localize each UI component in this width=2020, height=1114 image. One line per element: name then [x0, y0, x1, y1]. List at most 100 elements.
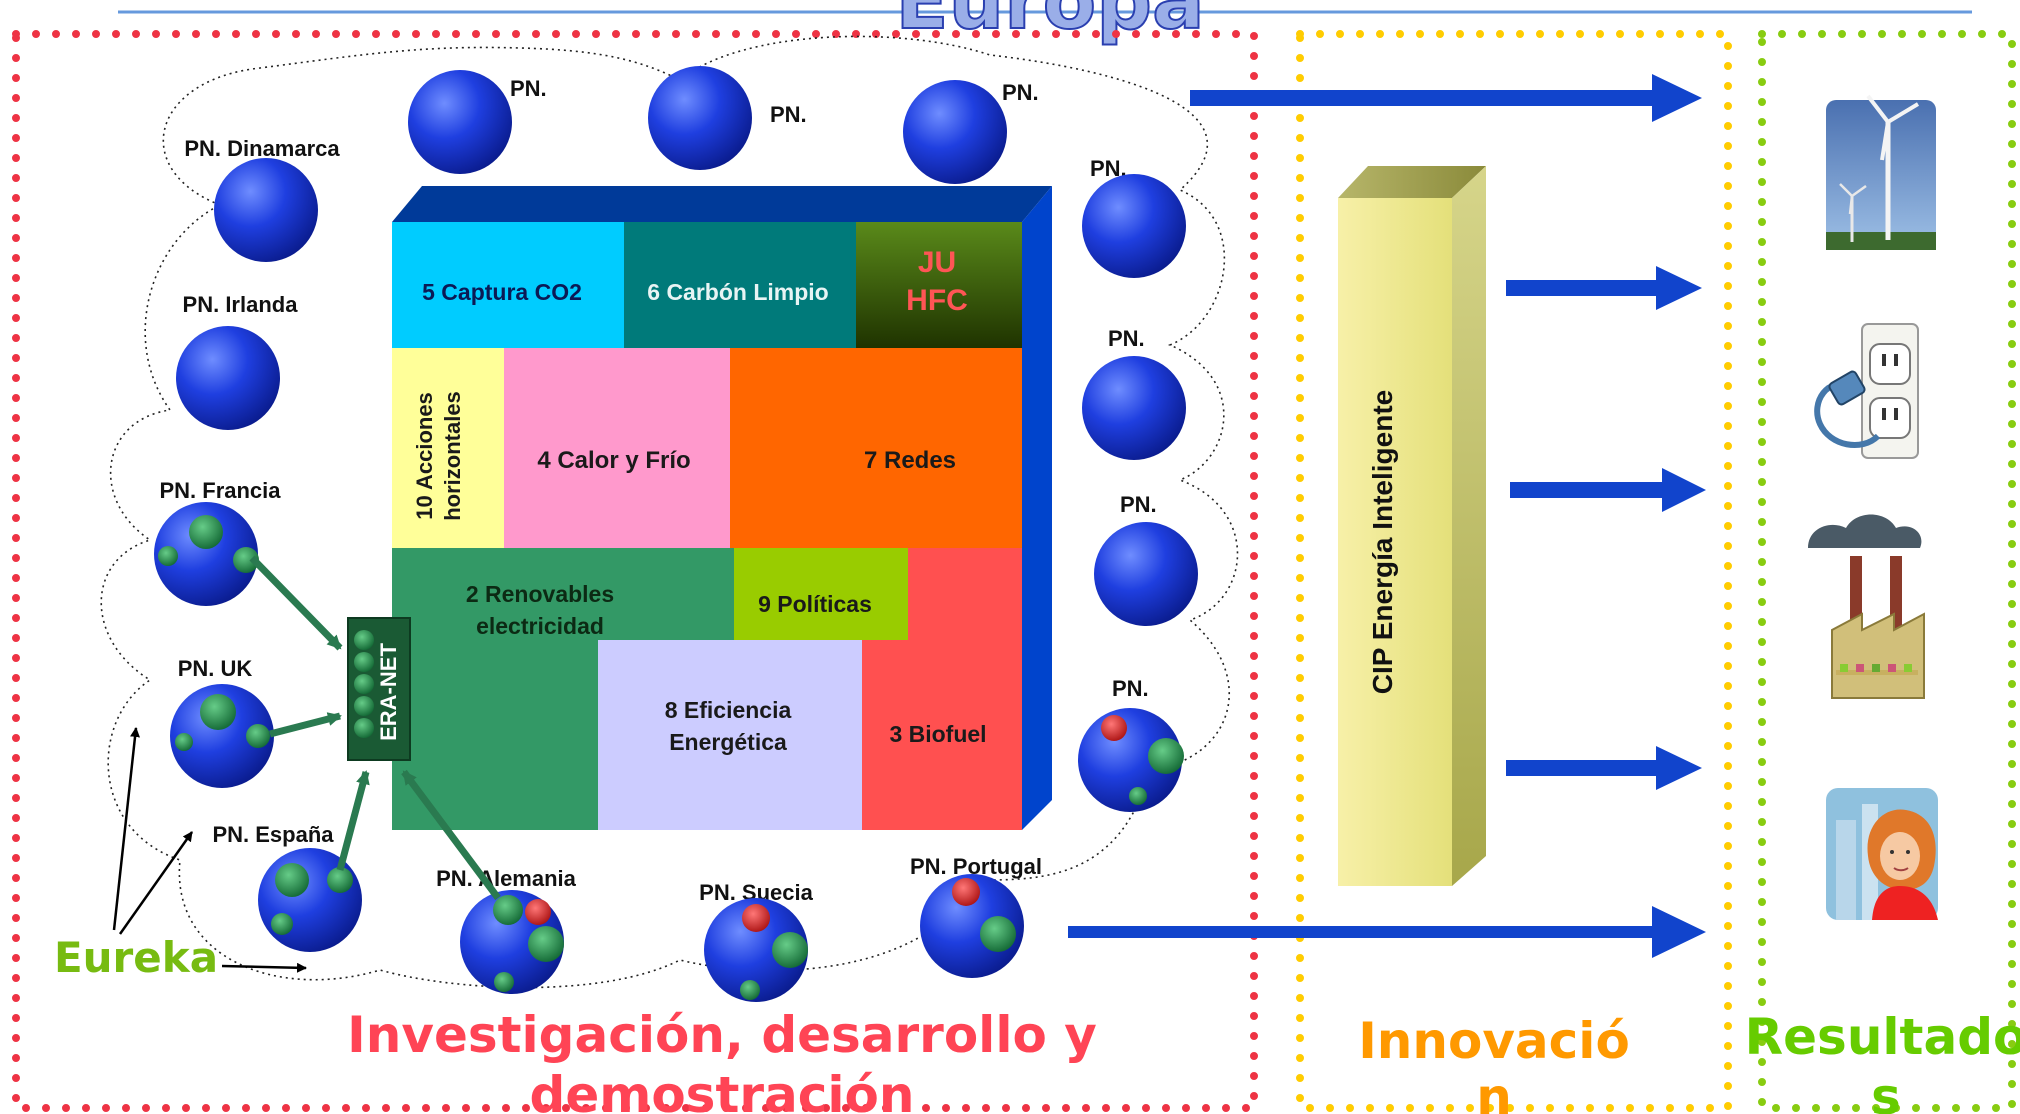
- wind-turbine-blade: [1839, 183, 1853, 197]
- block-3-biofuel-upper: [908, 548, 1022, 640]
- arrow-eureka-espana: [118, 831, 194, 935]
- factory-chimney: [1890, 556, 1902, 630]
- programme-label: PN.: [510, 76, 547, 101]
- factory-building: [1831, 612, 1925, 699]
- programme-ball: [648, 66, 752, 170]
- project-dot: [233, 547, 259, 573]
- programme-ball-irlanda: [176, 326, 280, 430]
- programme-label-dinamarca: PN. Dinamarca: [184, 136, 340, 161]
- era-net-box: ERA-NET: [347, 617, 411, 761]
- block-9-politicas: [734, 548, 908, 640]
- factory-window: [1904, 664, 1912, 672]
- factory-window: [1888, 664, 1896, 672]
- arrow-espana-eranet: [336, 770, 370, 871]
- cip-top-face: [1338, 166, 1486, 198]
- cube-top-face: [392, 186, 1052, 222]
- programme-ball: [903, 80, 1007, 184]
- block-7-label: 7 Redes: [864, 447, 956, 474]
- programme-ball-francia: [154, 502, 258, 606]
- wind-turbine-sky: [1826, 100, 1936, 250]
- research-cube: 5 Captura CO2 6 Carbón Limpio JU HFC 10 …: [392, 186, 1052, 830]
- programme-ball: [408, 70, 512, 174]
- outlet-slot: [1882, 408, 1886, 420]
- innovation-label-line2: n: [1476, 1068, 1512, 1114]
- portrait-building: [1836, 820, 1856, 920]
- block-10-label-2: horizontales: [440, 391, 465, 521]
- programme-label-francia: PN. Francia: [159, 478, 281, 503]
- project-dot: [494, 972, 514, 992]
- block-2-renovables: [392, 548, 734, 640]
- programme-label-irlanda: PN. Irlanda: [183, 292, 299, 317]
- block-2-label-1: 2 Renovables: [466, 581, 614, 607]
- programme-label: PN.: [1120, 492, 1157, 517]
- programme-label: PN.: [1112, 676, 1149, 701]
- cip-side-face: [1452, 166, 1486, 886]
- portrait-face: [1880, 832, 1920, 880]
- project-dot: [740, 980, 760, 1000]
- era-net-label: ERA-NET: [376, 643, 401, 741]
- national-programmes: PN. PN. PN. PN. Dinamarca PN. Irlanda PN…: [154, 66, 1198, 1002]
- outlet-socket: [1869, 397, 1911, 439]
- arrow-research-to-results: [1190, 74, 1702, 122]
- block-5-label: 5 Captura CO2: [422, 279, 582, 305]
- block-4-calor-frio: [504, 348, 730, 548]
- project-dot: [952, 878, 980, 906]
- programme-ball-espana: [258, 848, 362, 952]
- innovation-label-line1: Innovació: [1358, 1012, 1630, 1070]
- block-6-label: 6 Carbón Limpio: [647, 279, 828, 305]
- cip-front-face: [1338, 198, 1452, 886]
- arrow-research-to-results-bottom: [1068, 906, 1706, 958]
- era-net-node: [354, 630, 374, 650]
- project-dot: [772, 932, 808, 968]
- era-net-node: [354, 652, 374, 672]
- programme-label-uk: PN. UK: [178, 656, 253, 681]
- portrait-mouth: [1893, 867, 1909, 872]
- era-net-node: [354, 718, 374, 738]
- project-dot: [1129, 787, 1147, 805]
- factory-icon: [1808, 514, 1925, 699]
- project-dot: [271, 913, 293, 935]
- project-dot: [525, 899, 551, 925]
- project-dot: [493, 895, 523, 925]
- wind-turbine-blade: [1880, 121, 1890, 161]
- wind-turbine-ground: [1826, 232, 1936, 250]
- wind-turbine-icon: [1826, 94, 1936, 250]
- research-label-line2: demostración: [530, 1066, 915, 1114]
- factory-window: [1856, 664, 1864, 672]
- electric-plug-icon: [1814, 323, 1919, 459]
- programme-label-espana: PN. España: [212, 822, 334, 847]
- block-5-captura-co2: [392, 222, 624, 348]
- arrow-francia-eranet: [249, 555, 343, 651]
- programme-label: PN.: [1002, 80, 1039, 105]
- results-label-line1: Resultado: [1745, 1008, 2020, 1066]
- block-ju-hfc: [856, 222, 1022, 348]
- programme-ball-uk: [170, 684, 274, 788]
- project-dot: [1148, 738, 1184, 774]
- project-dot: [1101, 715, 1127, 741]
- era-net-arrows: [249, 555, 501, 901]
- block-6-carbon-limpio: [624, 222, 856, 348]
- research-label-line1: Investigación, desarrollo y: [347, 1006, 1097, 1064]
- block-8-eficiencia: [598, 640, 862, 830]
- project-dot: [528, 926, 564, 962]
- wind-turbine-blade: [1886, 102, 1920, 124]
- programme-ball: [1082, 174, 1186, 278]
- arrow-uk-eranet: [269, 712, 342, 738]
- project-dot: [742, 904, 770, 932]
- portrait-eye: [1906, 850, 1910, 854]
- results-label-line2: s: [1871, 1068, 1901, 1114]
- programme-label: PN.: [1108, 326, 1145, 351]
- era-net-node: [354, 674, 374, 694]
- flow-arrows: [1068, 74, 1706, 958]
- project-dot: [175, 733, 193, 751]
- block-2-label-2: electricidad: [476, 613, 604, 639]
- era-net-node: [354, 696, 374, 716]
- arrow-innovation-result-2: [1506, 266, 1702, 310]
- block-9-label: 9 Políticas: [758, 591, 872, 617]
- block-8-label-1: 8 Eficiencia: [665, 697, 792, 723]
- wind-turbine-blade: [1851, 184, 1867, 198]
- arrow-alemania-eranet: [401, 769, 501, 901]
- programme-ball: [1094, 522, 1198, 626]
- block-8-label-2: Energética: [669, 729, 787, 755]
- innovation-border: [1296, 30, 1732, 1112]
